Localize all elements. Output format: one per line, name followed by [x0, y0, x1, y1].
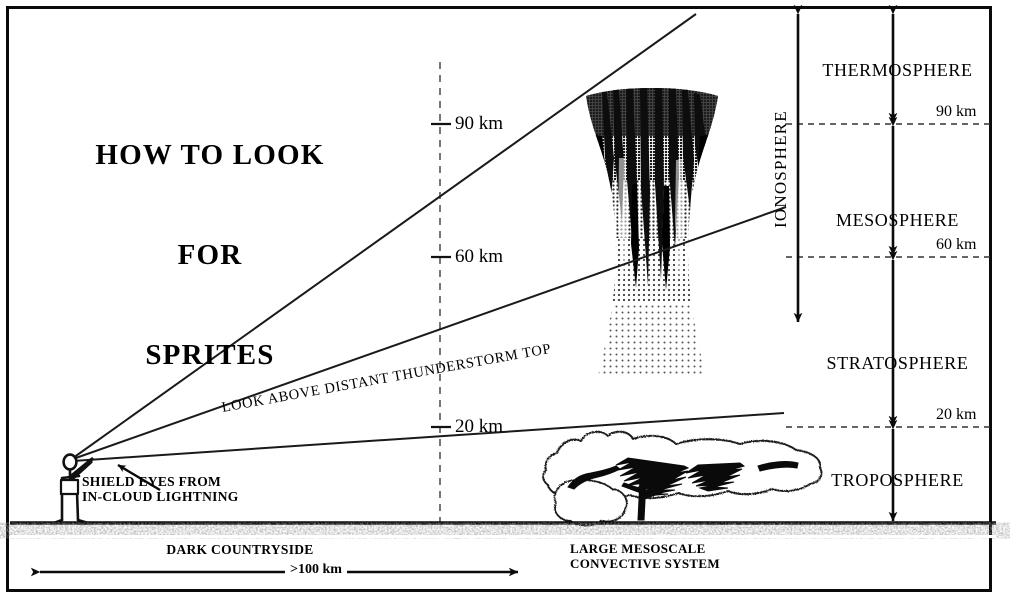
page-title: HOW TO LOOK FOR SPRITES — [50, 72, 370, 439]
boundary-label-60km: 60 km — [936, 236, 977, 253]
storm-label-line-1: LARGE MESOSCALE — [570, 541, 706, 556]
altitude-tick-90km: 90 km — [455, 113, 504, 134]
title-line-1: HOW TO LOOK — [95, 138, 325, 171]
shield-eyes-warning-line-2: IN-CLOUD LIGHTNING — [82, 489, 239, 504]
storm-label-line-2: CONVECTIVE SYSTEM — [570, 556, 720, 571]
ionosphere-label: IONOSPHERE — [771, 110, 790, 228]
shield-eyes-warning-line-1: SHIELD EYES FROM — [82, 474, 222, 489]
sprite-discharge-icon — [586, 88, 718, 376]
layer-label-mesosphere: MESOSPHERE — [835, 210, 960, 230]
layer-label-thermosphere: THERMOSPHERE — [822, 60, 973, 80]
layer-label-troposphere: TROPOSPHERE — [831, 470, 964, 490]
distance-label: >100 km — [285, 562, 347, 579]
title-line-2: FOR — [177, 238, 243, 271]
dark-countryside-label: DARK COUNTRYSIDE — [166, 542, 314, 557]
layer-label-stratosphere: STRATOSPHERE — [826, 353, 969, 373]
boundary-label-90km: 90 km — [936, 103, 977, 120]
altitude-tick-60km: 60 km — [455, 246, 504, 267]
title-line-3: SPRITES — [145, 338, 275, 371]
boundary-label-20km: 20 km — [936, 406, 977, 423]
altitude-tick-20km: 20 km — [455, 416, 504, 437]
